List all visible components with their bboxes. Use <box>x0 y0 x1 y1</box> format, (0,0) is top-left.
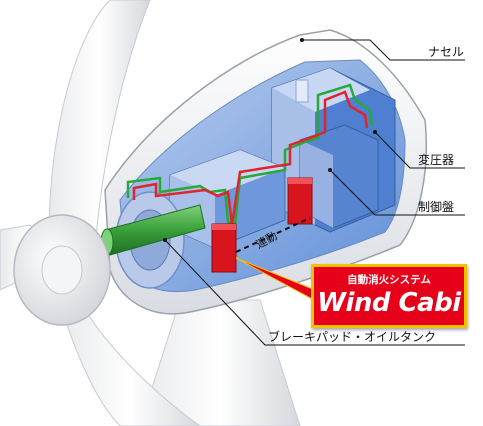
suppression-unit-right <box>287 177 313 225</box>
leader-dot-brake-pad <box>163 238 167 242</box>
rotor-hub <box>13 214 111 326</box>
leader-control-panel <box>329 169 465 216</box>
wind-cabi-badge: 自動消火システム Wind Cabi <box>311 264 467 328</box>
interlock-line <box>235 217 311 253</box>
label-nacelle: ナセル <box>428 45 465 59</box>
leader-dot-nacelle <box>300 38 304 42</box>
leader-dot-transformer <box>373 130 377 134</box>
badge-subtitle: 自動消火システム <box>347 274 431 286</box>
blade-bottom <box>61 299 201 426</box>
badge-brand: Wind Cabi <box>317 288 461 318</box>
leader-nacelle <box>302 39 465 61</box>
label-transformer: 変圧器 <box>418 153 455 167</box>
leader-transformer <box>374 131 465 169</box>
blade-top <box>48 0 151 251</box>
leader-brake-pad <box>164 239 465 346</box>
label-control-panel: 制御盤 <box>418 200 455 214</box>
suppression-unit-left <box>211 223 237 273</box>
label-brake-pad: ブレーキパッド・オイルタンク <box>268 330 437 344</box>
leader-dot-control-panel <box>328 168 332 172</box>
pipe-red <box>132 90 369 226</box>
